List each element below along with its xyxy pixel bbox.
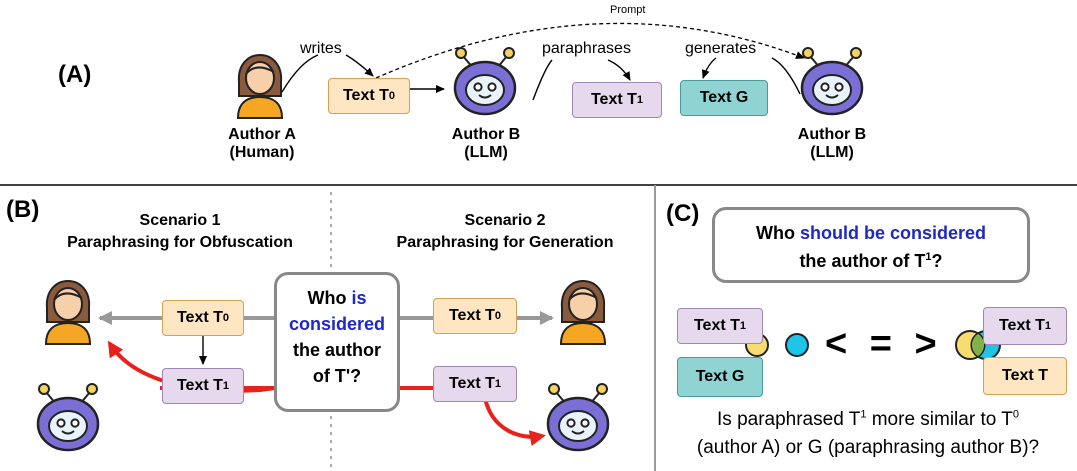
panel-b-label: (B): [6, 196, 40, 223]
text-t0-label: Text T: [342, 87, 389, 104]
b-text-t0-right-label: Text T: [448, 307, 495, 324]
qc-sup: 1: [925, 251, 932, 263]
author-b2-name: Author B: [797, 126, 867, 143]
scenario-2-title: Scenario 2 Paraphrasing for Generation: [365, 210, 645, 254]
c-text-t1-right-label: Text T: [998, 317, 1045, 334]
caption-sup1: 1: [860, 408, 867, 421]
c-text-g: Text G: [677, 357, 763, 397]
human-icon-right: [560, 280, 606, 345]
writes-curve: [281, 54, 319, 93]
paraphrases-label: paraphrases: [542, 40, 631, 57]
scenario-2-name: Scenario 2: [464, 212, 546, 229]
author-a-human-icon: [237, 54, 283, 119]
qb-considered: considered: [288, 314, 386, 334]
qc-who: Who: [755, 223, 800, 243]
scenario-1-desc: Paraphrasing for Obfuscation: [67, 234, 293, 251]
b-text-t1-left-label: Text T: [176, 377, 223, 394]
panel-a-label: (A): [58, 61, 92, 88]
author-b-robot-icon-2: [800, 46, 864, 116]
caption-part2: more similar to T: [866, 409, 1013, 430]
qb-is: is: [351, 288, 367, 308]
caption-c: Is paraphrased T1 more similar to T0 (au…: [668, 406, 1068, 462]
author-b-caption-2: Author B (LLM): [782, 126, 882, 162]
compare-symbols: < = >: [825, 323, 943, 365]
qb-who: Who: [307, 288, 352, 308]
robot-icon-left: [36, 382, 100, 452]
qb-the-author: the author: [293, 340, 381, 360]
text-t1-label: Text T: [590, 91, 637, 108]
generate-arrow: [701, 57, 717, 79]
author-a-name: Author A: [228, 126, 296, 143]
generates-label: generates: [685, 40, 757, 57]
author-b-type: (LLM): [464, 144, 508, 161]
qc-should-be-considered: should be considered: [799, 223, 986, 243]
paraphrase-arrow: [607, 59, 631, 81]
human-icon-left: [45, 280, 91, 345]
caption-part1: Is paraphrased T: [717, 409, 861, 430]
red-arrow-right: [483, 397, 546, 447]
scenario-1-name: Scenario 1: [139, 212, 221, 229]
paraphrase-curve: [532, 59, 553, 101]
author-a-type: (Human): [229, 144, 295, 161]
author-b-robot-icon: [453, 46, 517, 116]
c-text-t: Text T: [983, 357, 1067, 395]
scenario-1-title: Scenario 1 Paraphrasing for Obfuscation: [40, 210, 320, 254]
caption-line2: (author A) or G (paraphrasing author B)?: [696, 437, 1040, 458]
generate-curve: [771, 57, 801, 95]
author-b-name: Author B: [451, 126, 521, 143]
c-text-t1-left-label: Text T: [693, 317, 740, 334]
writes-label: writes: [300, 40, 342, 57]
question-box-c: Who should be considered the author of T…: [712, 207, 1030, 283]
b-text-t0-left-label: Text T: [176, 309, 223, 326]
prompt-label: Prompt: [610, 4, 646, 16]
author-a-caption: Author A (Human): [212, 126, 312, 162]
text-g-box: Text G: [680, 80, 768, 116]
c-text-t-label: Text T: [1002, 367, 1048, 384]
text-g-label: Text G: [699, 89, 749, 106]
writes-arrow: [345, 54, 374, 77]
cyan-circle: [785, 333, 809, 357]
b-text-t1-right-label: Text T: [448, 375, 495, 392]
c-text-g-label: Text G: [695, 368, 745, 385]
author-b2-type: (LLM): [810, 144, 854, 161]
robot-icon-right: [546, 382, 610, 452]
panel-c-label: (C): [666, 200, 700, 227]
qc-the-author: the author of T: [799, 251, 926, 271]
qb-of-t: of T'?: [312, 366, 362, 386]
prompt-dashed-arrow: [375, 22, 805, 79]
qc-qmark: ?: [931, 251, 943, 271]
caption-sup2: 0: [1012, 408, 1019, 421]
author-b-caption: Author B (LLM): [436, 126, 536, 162]
question-box-b: Who is considered the author of T'?: [274, 272, 400, 412]
scenario-2-desc: Paraphrasing for Generation: [396, 234, 614, 251]
